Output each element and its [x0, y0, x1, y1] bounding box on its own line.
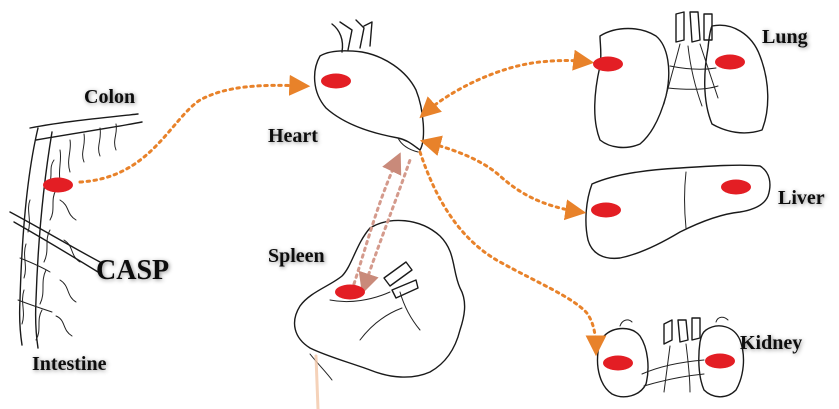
spot-kidney-left [603, 356, 633, 371]
arrow-heart-lung [424, 61, 588, 115]
label-intestine: Intestine [32, 353, 107, 375]
intestine-sketch [10, 114, 142, 348]
spleen-tail-glow [316, 356, 318, 409]
spot-heart [321, 74, 351, 89]
label-kidney: Kidney [740, 332, 802, 354]
spot-lung-left [593, 57, 623, 72]
spot-kidney-right [705, 354, 735, 369]
label-spleen: Spleen [268, 245, 325, 267]
spot-lung-right [715, 55, 745, 70]
label-liver: Liver [778, 187, 825, 209]
spot-spleen [335, 285, 365, 300]
arrow-heart-liver [426, 142, 580, 212]
red-spots [43, 55, 751, 371]
label-lung: Lung [762, 26, 808, 48]
labels: Colon Heart Spleen CASP Intestine Lung L… [32, 26, 825, 375]
lung-sketch [595, 12, 768, 147]
label-heart: Heart [268, 125, 318, 147]
spot-colon [43, 178, 73, 193]
spot-liver-left [591, 203, 621, 218]
spot-liver-right [721, 180, 751, 195]
label-colon: Colon [84, 86, 135, 108]
label-casp: CASP [96, 255, 169, 286]
